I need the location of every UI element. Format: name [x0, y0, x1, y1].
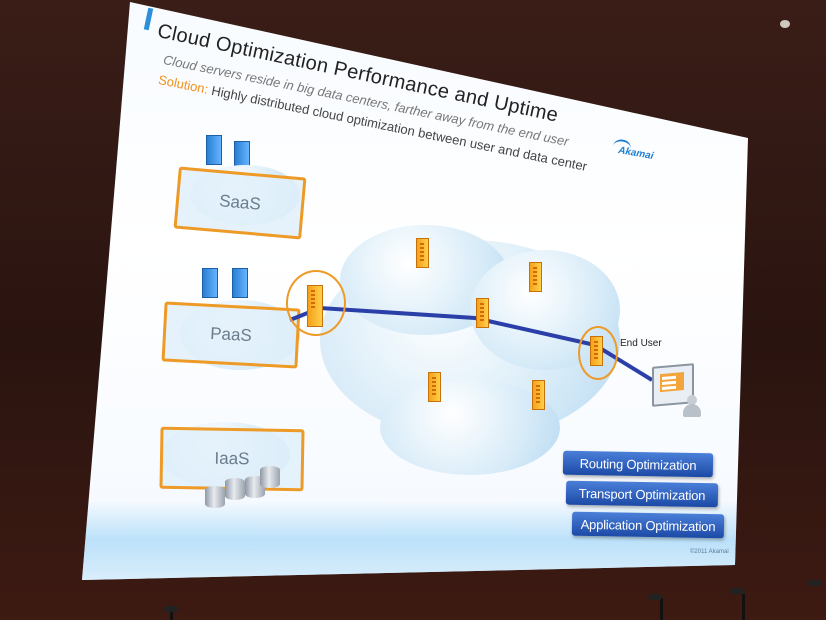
- microphone-head: [164, 606, 178, 612]
- database-icon: [260, 466, 280, 488]
- edge-server-icon: [476, 298, 489, 328]
- user-icon: [683, 395, 701, 417]
- microphone-head: [808, 580, 822, 586]
- transport-optimization-badge: Transport Optimization: [565, 480, 719, 508]
- internet-cloud-puff: [380, 380, 560, 475]
- routing-optimization-badge: Routing Optimization: [562, 450, 714, 478]
- edge-server-icon: [428, 372, 441, 402]
- application-optimization-badge: Application Optimization: [571, 511, 725, 539]
- microphone-head: [730, 588, 744, 594]
- microphone: [742, 594, 745, 620]
- end-user-label: End User: [620, 338, 662, 349]
- highlight-ring: [286, 270, 346, 336]
- microphone: [170, 608, 173, 620]
- server-icon: [206, 135, 222, 165]
- edge-server-icon: [529, 262, 542, 292]
- server-icon: [202, 268, 218, 298]
- database-icon: [225, 478, 245, 500]
- highlight-ring: [578, 326, 618, 380]
- server-icon: [232, 268, 248, 298]
- microphone-head: [648, 594, 662, 600]
- copyright-text: ©2011 Akamai: [690, 549, 729, 555]
- database-icon: [205, 486, 225, 508]
- edge-server-icon: [416, 238, 429, 268]
- edge-server-icon: [532, 380, 545, 410]
- ceiling-light: [780, 20, 790, 28]
- microphone: [660, 598, 663, 620]
